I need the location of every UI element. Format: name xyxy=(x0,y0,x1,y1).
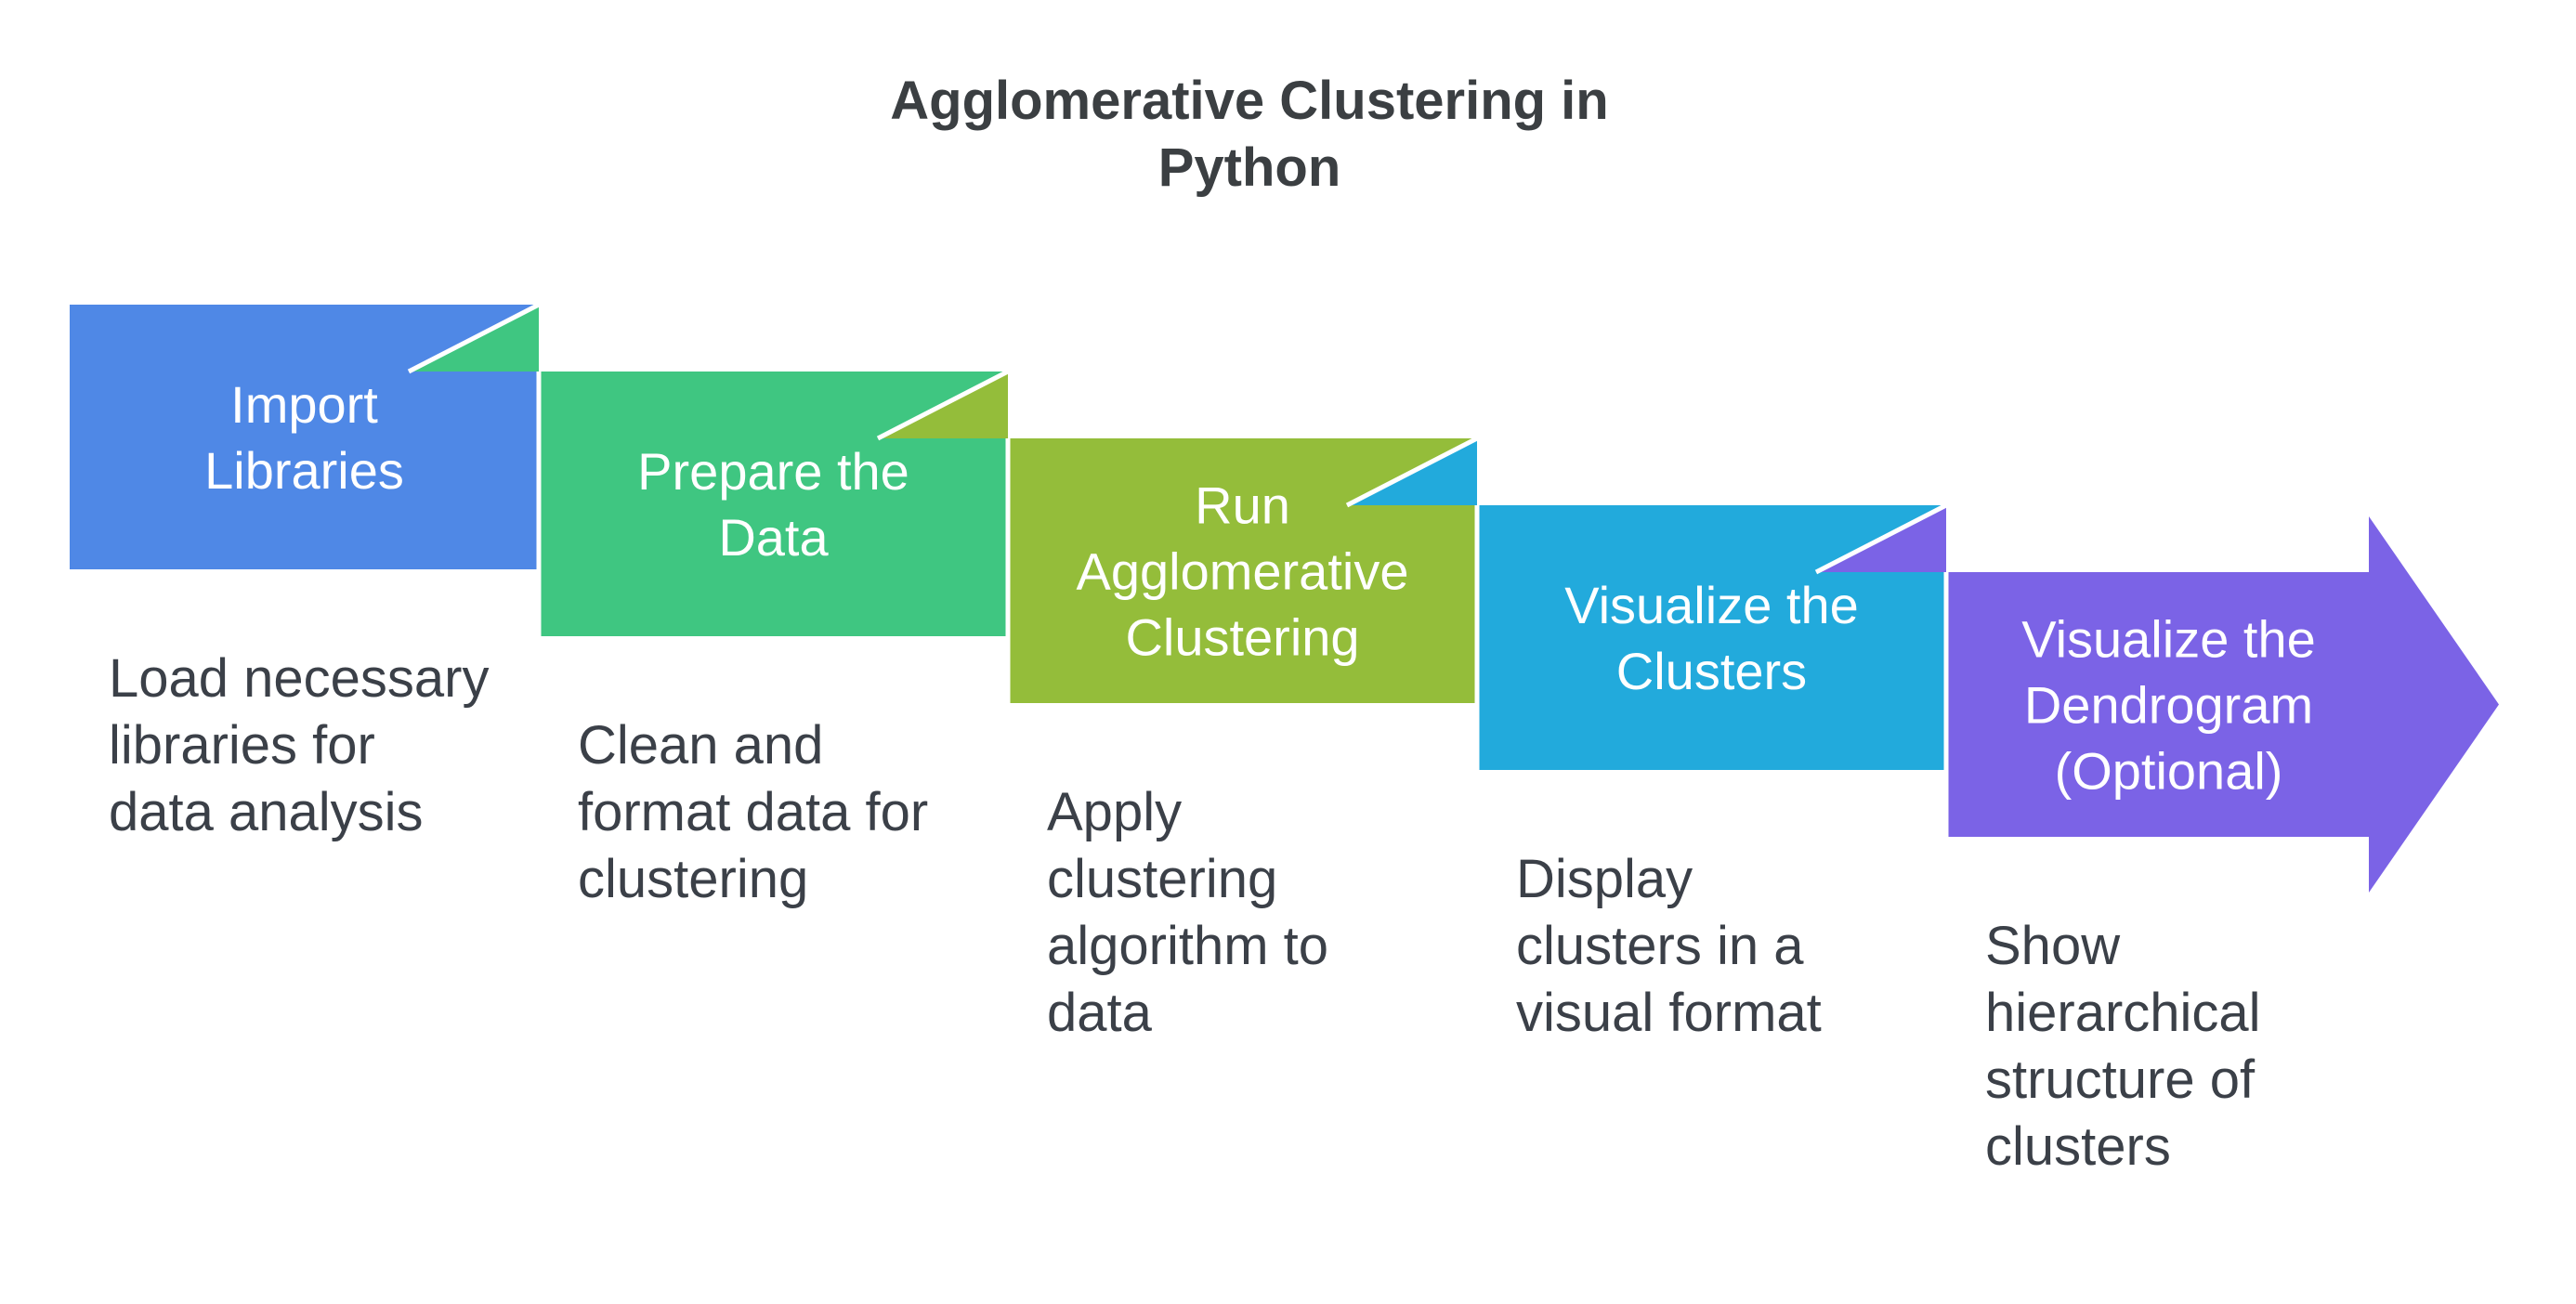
step-1-fold-edge xyxy=(407,302,541,374)
step-2-label-line: Data xyxy=(718,508,829,567)
step-4-description-line: visual format xyxy=(1516,983,1822,1043)
step-5-description-line: hierarchical xyxy=(1985,983,2261,1043)
step-1-description-line: data analysis xyxy=(109,782,424,842)
step-5-description-line: Show xyxy=(1985,916,2121,976)
title-line-1: Agglomerative Clustering in xyxy=(890,71,1608,131)
title-line-2: Python xyxy=(1158,137,1341,198)
step-2-description-line: clustering xyxy=(578,849,808,909)
step-1-label-line: Libraries xyxy=(204,441,404,500)
step-3-fold-edge xyxy=(1345,436,1479,508)
diagram-title: Agglomerative Clustering in Python xyxy=(890,71,1608,198)
step-2-description-line: Clean and xyxy=(578,715,823,776)
step-5-description-line: clusters xyxy=(1985,1116,2171,1177)
step-2-description-line: format data for xyxy=(578,782,928,842)
step-3-description-line: Apply xyxy=(1047,782,1182,842)
step-4-description: Display clusters in a visual format xyxy=(1516,849,1822,1043)
step-4-label-line: Clusters xyxy=(1616,642,1807,700)
step-3-label-line: Run xyxy=(1195,476,1290,535)
step-4-fold-edge xyxy=(1814,502,1948,575)
step-2-label-line: Prepare the xyxy=(637,442,909,501)
step-5-label-line: (Optional) xyxy=(2055,742,2283,801)
step-4-description-line: clusters in a xyxy=(1516,916,1804,976)
step-4-description-line: Display xyxy=(1516,849,1693,909)
step-1-description-line: libraries for xyxy=(109,715,375,776)
step-3-label-line: Clustering xyxy=(1125,608,1359,667)
step-4-label-line: Visualize the xyxy=(1564,576,1859,634)
step-2-fold-edge xyxy=(876,369,1010,441)
step-5-label-line: Dendrogram xyxy=(2024,676,2313,735)
step-5-arrow xyxy=(1946,516,2499,893)
step-1-label-line: Import xyxy=(230,375,378,434)
step-5-description-line: structure of xyxy=(1985,1050,2256,1110)
step-1-description-line: Load necessary xyxy=(109,648,489,709)
step-3-description-line: algorithm to xyxy=(1047,916,1328,976)
step-3-label-line: Agglomerative xyxy=(1077,542,1409,601)
step-5-label-line: Visualize the xyxy=(2021,610,2316,669)
step-3-description: Apply clustering algorithm to data xyxy=(1047,782,1328,1043)
step-3-description-line: clustering xyxy=(1047,849,1277,909)
step-3-description-line: data xyxy=(1047,983,1153,1043)
